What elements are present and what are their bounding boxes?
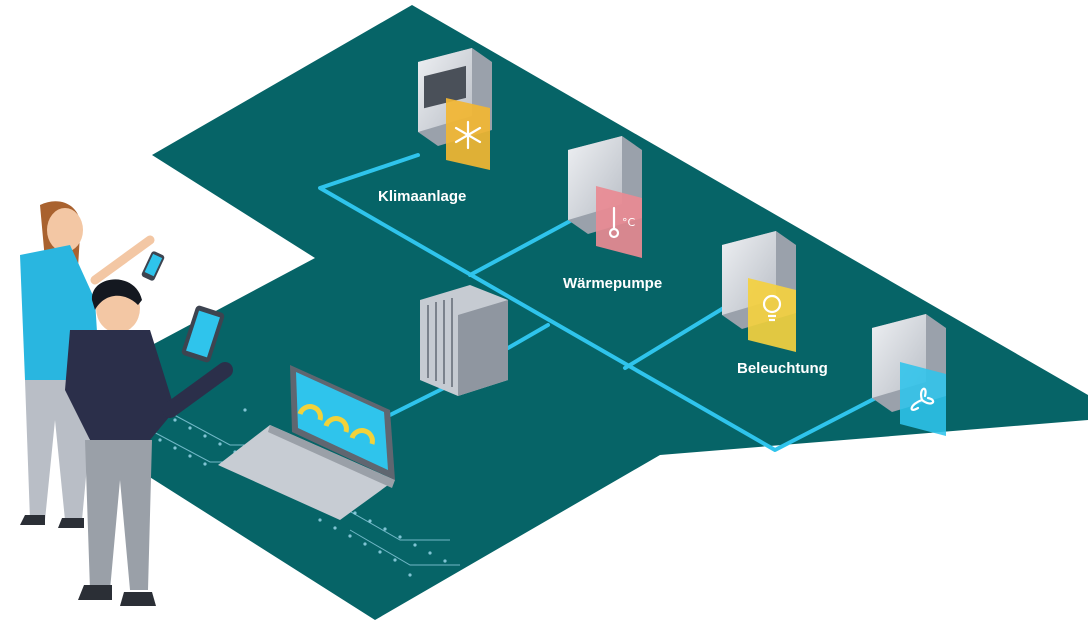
device-lueftungssystem[interactable] (872, 314, 946, 436)
snowflake-icon (454, 120, 482, 150)
thermometer-icon: °C (608, 206, 636, 239)
device-klimaanlage[interactable] (418, 48, 492, 170)
label-waermepumpe: Wärmepumpe (563, 275, 663, 292)
laptop[interactable] (218, 365, 395, 520)
label-klimaanlage: Klimaanlage (378, 188, 467, 205)
svg-text:°C: °C (622, 216, 636, 229)
device-beleuchtung[interactable] (722, 231, 796, 352)
label-beleuchtung: Beleuchtung (737, 360, 828, 377)
gauge-icon (297, 404, 375, 445)
floor-plate (115, 5, 1088, 620)
lightbulb-icon (762, 294, 782, 322)
network-lines (318, 153, 897, 452)
device-waermepumpe[interactable]: °C (568, 136, 642, 258)
circuit-pattern (148, 398, 447, 577)
person-man (65, 279, 233, 606)
fan-icon (910, 387, 935, 411)
label-lueftungssystem: Lüftungssystem (817, 450, 933, 467)
central-controller[interactable] (420, 285, 508, 396)
